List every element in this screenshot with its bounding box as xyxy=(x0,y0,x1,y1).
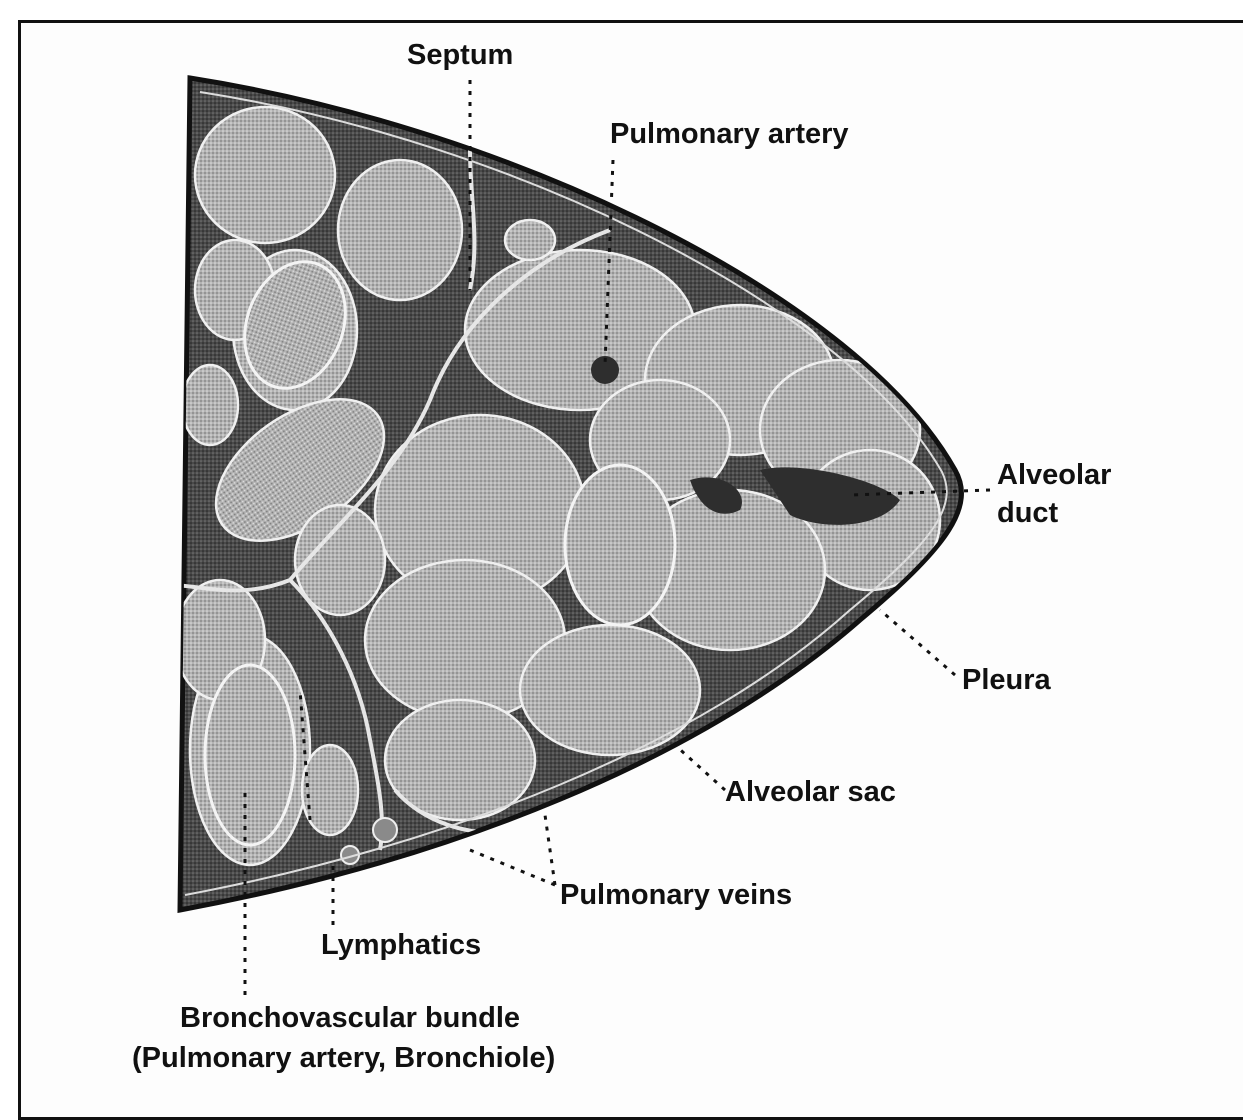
label-lymphatics: Lymphatics xyxy=(321,927,481,964)
lung-lobule-diagram xyxy=(0,0,1243,1096)
label-alveolar-duct-line2: duct xyxy=(997,495,1058,532)
label-pleura: Pleura xyxy=(962,662,1051,699)
label-septum: Septum xyxy=(407,37,513,74)
label-bronchovascular-bundle-line1: Bronchovascular bundle xyxy=(180,1000,520,1037)
label-pulmonary-artery: Pulmonary artery xyxy=(610,116,849,153)
label-pulmonary-veins: Pulmonary veins xyxy=(560,877,792,914)
label-alveolar-sac: Alveolar sac xyxy=(725,774,896,811)
label-bronchovascular-bundle-line2: (Pulmonary artery, Bronchiole) xyxy=(132,1040,555,1077)
label-alveolar-duct-line1: Alveolar xyxy=(997,457,1111,494)
